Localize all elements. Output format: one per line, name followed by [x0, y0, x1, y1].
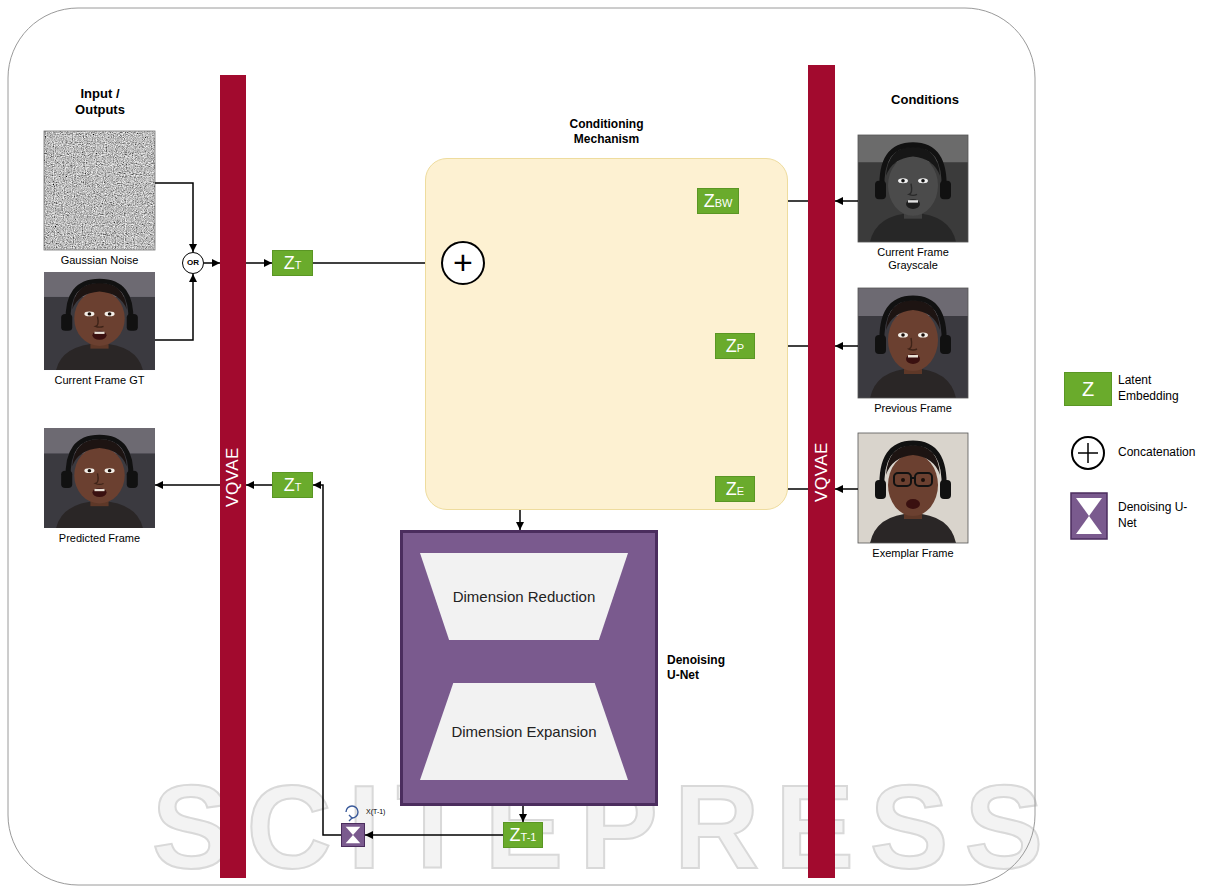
trapezoid-block: Dimension Expansion — [420, 683, 628, 780]
node-label: ZT — [284, 254, 302, 272]
node-label: ZBW — [704, 192, 733, 210]
connector — [155, 183, 193, 252]
image-node: Exemplar Frame — [858, 433, 968, 543]
image-node: Gaussian Noise — [44, 131, 155, 250]
trapezoid-block: Dimension Reduction — [420, 553, 628, 640]
node-label: Dimension Reduction — [453, 588, 596, 605]
node-label: Conditioning Mechanism — [552, 117, 662, 147]
connector — [835, 345, 858, 347]
legend-symbol-letter: Z — [1082, 379, 1094, 399]
trapezoid-fill — [420, 683, 628, 780]
node-label: X(T-1) — [366, 808, 385, 815]
conditioning-box: Conditioning Mechanism+ZBWZPZE — [425, 158, 788, 510]
node-label: Gaussian Noise — [44, 254, 155, 267]
latent-box: ZBW — [697, 188, 739, 214]
legend-swatch: Z — [1064, 372, 1112, 406]
connector — [313, 485, 341, 835]
image-node: Previous Frame — [858, 288, 968, 398]
node-label: OR — [187, 259, 199, 267]
or-circle: OR — [182, 252, 204, 274]
unet-box: Denoising U-NetDimension ReductionDimens… — [400, 530, 658, 806]
connector — [155, 274, 193, 340]
node-label: Dimension Expansion — [451, 723, 596, 740]
node-label: + — [453, 245, 473, 279]
node-label: ZT-1 — [510, 826, 537, 844]
connector — [246, 262, 272, 264]
legend-text: Latent Embedding — [1118, 373, 1200, 404]
connector — [365, 834, 503, 836]
hourglass-shape — [342, 824, 364, 846]
vqvae-bar: VQVAE — [220, 75, 246, 878]
hourglass-box: X(T-1) — [341, 823, 365, 847]
section-heading: Conditions — [880, 92, 970, 108]
legend-text: Denoising U-Net — [1118, 500, 1200, 531]
latent-box: ZT — [272, 472, 313, 498]
latent-box: ZP — [715, 333, 755, 359]
node-label: Predicted Frame — [44, 532, 155, 545]
image-node: Predicted Frame — [44, 428, 155, 528]
connector — [835, 200, 858, 202]
image-node: Current Frame GT — [44, 272, 155, 370]
connector — [313, 262, 441, 264]
node-label: Denoising U-Net — [667, 653, 739, 683]
node-label: VQVAE — [812, 442, 832, 502]
hourglass-fill — [346, 827, 361, 835]
node-label: ZE — [726, 480, 744, 498]
section-heading: Input / Outputs — [65, 86, 135, 119]
legend-text: Concatenation — [1118, 445, 1208, 461]
trapezoid-fill — [420, 553, 628, 640]
image-node: Current Frame Grayscale — [858, 135, 968, 242]
concat-circle: + — [441, 241, 485, 285]
node-label: VQVAE — [223, 447, 243, 507]
node-label: ZP — [726, 337, 744, 355]
node-label: Previous Frame — [858, 402, 968, 415]
latent-box: ZT — [272, 250, 313, 276]
connector — [246, 484, 272, 486]
vqvae-bar: VQVAE — [808, 65, 835, 878]
connector — [204, 262, 220, 264]
node-label: Current Frame Grayscale — [858, 246, 968, 272]
hourglass-fill — [346, 835, 361, 843]
connector — [835, 488, 858, 490]
node-label: ZT — [284, 476, 302, 494]
node-label: Exemplar Frame — [858, 547, 968, 560]
connector — [155, 484, 220, 486]
latent-box: ZT-1 — [503, 822, 543, 848]
node-label: Current Frame GT — [44, 374, 155, 387]
connector — [522, 806, 524, 822]
latent-box: ZE — [715, 476, 755, 502]
